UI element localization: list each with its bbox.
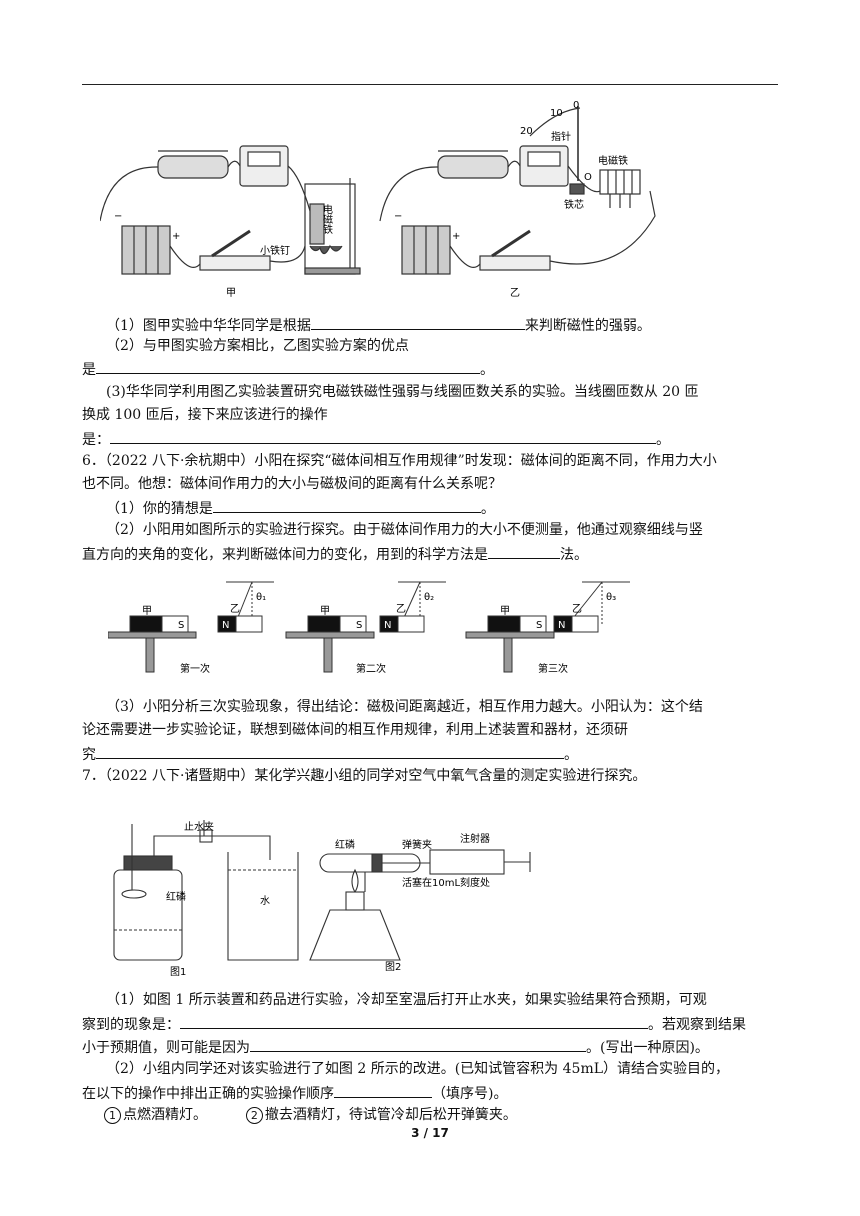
q7-part1-line1: （1）如图 1 所示装置和药品进行实验，冷却至室温后打开止水夹，如果实验结果符合… — [106, 992, 707, 1008]
q5-part3-line3: 是：。 — [82, 428, 670, 450]
q7-part2-line1: （2）小组内同学还对该实验进行了如图 2 所示的改进。(已知试管容积为 45mL… — [106, 1061, 730, 1077]
label-10: 10 — [550, 108, 563, 119]
trial3-s: S — [536, 620, 542, 631]
q7-part2-line2: 在以下的操作中排出正确的实验操作顺序（填序号)。 — [82, 1082, 507, 1104]
page-number: 3 / 17 — [411, 1126, 449, 1140]
fig1-zhishuijia: 止水夹 — [184, 820, 214, 833]
fig2-zhusheqi: 注射器 — [460, 832, 490, 845]
label-dianciti-yi: 电磁铁 — [598, 154, 628, 167]
trial1-n: N — [222, 620, 229, 631]
trial1-yi: 乙 — [230, 603, 240, 615]
option-1-text: 点燃酒精灯。 — [123, 1107, 207, 1123]
q7-p2-blank[interactable] — [334, 1082, 432, 1098]
fig1-caption: 图1 — [170, 966, 186, 978]
fig2-honglin: 红磷 — [335, 838, 355, 851]
q6-part3-line2: 论还需要进一步实验论证，联想到磁体间的相互作用规律，利用上述装置和器材，还须研 — [82, 722, 628, 738]
fig1-shui: 水 — [260, 895, 270, 907]
trial1-s: S — [178, 620, 184, 631]
label-cidianti: 电磁铁 — [321, 203, 333, 235]
q6-p1-blank[interactable] — [212, 497, 481, 513]
trial3-theta: θ₃ — [606, 592, 616, 603]
header-rule — [82, 84, 778, 85]
fig2-tanhuangjia: 弹簧夹 — [402, 838, 432, 851]
iron-core — [569, 183, 585, 195]
trial1-caption: 第一次 — [180, 662, 210, 675]
trial2-jia: 甲 — [320, 606, 330, 617]
q5-p3-blank[interactable] — [110, 428, 656, 444]
q6-part3-line1: （3）小阳分析三次实验现象，得出结论：磁极间距离越近，相互作用力越大。小阳认为：… — [106, 699, 703, 715]
svg-text:−: − — [114, 211, 122, 222]
q6-part2-line2: 直方向的夹角的变化，来判断磁体间力的变化，用到的科学方法是法。 — [82, 543, 588, 565]
option-1-number: 1 — [104, 1106, 121, 1124]
trial3-jia: 甲 — [500, 606, 510, 617]
scale-arc — [529, 107, 581, 137]
q6-p3-blank[interactable] — [96, 743, 564, 759]
trial2-n: N — [384, 620, 391, 631]
q7-line1: 7．（2022 八下·诸暨期中）某化学兴趣小组的同学对空气中氧气含量的测定实验进… — [82, 768, 647, 784]
label-tieding: 小铁钉 — [260, 244, 290, 257]
fig2-huosai: 活塞在10mL刻度处 — [402, 876, 490, 889]
q5-part3-line1: (3)华华同学利用图乙实验装置研究电磁铁磁性强弱与线圈匝数关系的实验。当线圈匝数… — [106, 384, 699, 400]
figure-electromagnet: − + − + 电磁铁 小铁钉 甲 10 0 20 指针 O 电磁铁 铁芯 乙 — [100, 100, 656, 299]
svg-text:+: + — [172, 231, 180, 242]
svg-text:−: − — [394, 211, 402, 222]
beaker — [227, 852, 299, 961]
alcohol-lamp — [309, 909, 401, 961]
q6-part3-line3: 究。 — [82, 743, 578, 765]
trial3-caption: 第三次 — [538, 662, 568, 675]
q7-part1-line2: 察到的现象是：。若观察到结果 — [82, 1013, 746, 1035]
figure-oxygen-experiment: 止水夹 红磷 水 图1 红磷 弹簧夹 注射器 活塞在10mL刻度处 图2 — [113, 820, 531, 978]
q5-part1: （1）图甲实验中华华同学是根据来判断磁性的强弱。 — [106, 314, 651, 336]
q6-line1: 6．（2022 八下·余杭期中）小阳在探究“磁体间相互作用规律”时发现：磁体间的… — [82, 453, 717, 469]
fig1-honglin: 红磷 — [166, 890, 186, 903]
q5-part2-line2: 是。 — [82, 358, 494, 380]
q6-part1: （1）你的猜想是。 — [106, 497, 495, 519]
q7-p1-blank1[interactable] — [180, 1013, 648, 1029]
q5-p1-blank[interactable] — [310, 314, 525, 330]
electromagnet-jia — [309, 203, 325, 245]
svg-text:+: + — [452, 231, 460, 242]
trial3-yi: 乙 — [572, 603, 582, 615]
q7-p1-blank2[interactable] — [250, 1036, 586, 1052]
trial1-theta: θ₁ — [256, 592, 266, 603]
q5-p2-blank[interactable] — [96, 358, 480, 374]
q5-part3-line2: 换成 100 匝后，接下来应该进行的操作 — [82, 407, 328, 423]
q6-line2: 也不同。他想：磁体间作用力的大小与磁极间的距离有什么关系呢？ — [82, 476, 502, 492]
label-tiexin: 铁芯 — [564, 198, 584, 211]
q6-p2-blank[interactable] — [488, 543, 560, 559]
fig2-caption: 图2 — [385, 961, 401, 973]
trial2-theta: θ₂ — [424, 592, 434, 603]
rheostat-jia — [157, 155, 229, 179]
q7-part1-line3: 小于预期值，则可能是因为。(写出一种原因)。 — [82, 1036, 709, 1058]
caption-yi: 乙 — [510, 287, 520, 299]
q5-part2-line1: （2）与甲图实验方案相比，乙图实验方案的优点 — [106, 338, 409, 354]
trial2-caption: 第二次 — [356, 662, 386, 675]
q6-part2-line1: （2）小阳用如图所示的实验进行探究。由于磁体间作用力的大小不便测量，他通过观察细… — [106, 522, 703, 538]
electromagnet-yi — [599, 169, 641, 195]
label-0: 0 — [573, 100, 579, 111]
bottle — [113, 869, 183, 961]
trial1-jia: 甲 — [142, 606, 152, 617]
option-2-text: 撤去酒精灯，待试管冷却后松开弹簧夹。 — [264, 1107, 517, 1123]
syringe — [429, 849, 505, 875]
label-zhizhen: 指针 — [551, 130, 571, 143]
label-o: O — [584, 172, 592, 183]
rheostat-yi — [437, 155, 509, 179]
trial2-yi: 乙 — [396, 603, 406, 615]
trial3-n: N — [558, 620, 565, 631]
caption-jia: 甲 — [226, 288, 236, 299]
option-2-number: 2 — [245, 1106, 263, 1124]
figure-magnet-trials: 甲 S 乙 N θ₁ 第一次 甲 S 乙 N θ₂ 第二次 甲 S 乙 N θ₃… — [108, 581, 630, 675]
switch-jia — [199, 255, 271, 271]
trial2-s: S — [356, 620, 362, 631]
label-20: 20 — [520, 126, 533, 137]
switch-yi — [479, 255, 551, 271]
